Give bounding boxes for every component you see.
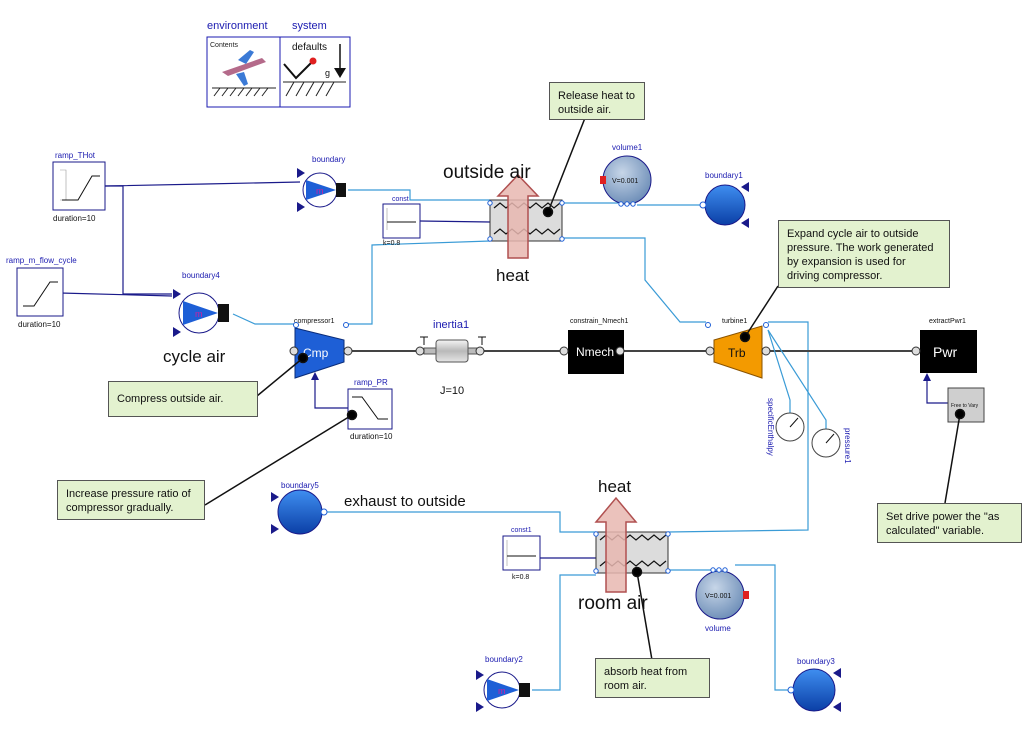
compressor1-name: compressor1: [294, 318, 335, 325]
pressure1-sensor[interactable]: pressure1: [811, 428, 852, 464]
volume-name: volume: [705, 624, 731, 633]
free-to-vary-label: Free to Vary: [951, 403, 979, 409]
ramp-pr-name: ramp_PR: [354, 378, 388, 387]
connection-wires: [59, 181, 948, 691]
boundary1-name: boundary1: [705, 171, 743, 180]
heat-bottom-label: heat: [598, 477, 631, 496]
constrain-nmech1-block[interactable]: constrain_Nmech1 Nmech: [559, 318, 628, 374]
extract-pwr1-symbol: Pwr: [933, 344, 957, 360]
ramp-thot-block[interactable]: ramp_THot duration=10: [52, 151, 106, 223]
volume-inner: V=0.001: [705, 593, 731, 600]
ramp-m-flow-cycle-name: ramp_m_flow_cycle: [6, 256, 77, 265]
g-label: g: [325, 68, 330, 78]
airplane-icon: [222, 50, 266, 86]
constrain-nmech1-symbol: Nmech: [576, 345, 614, 359]
boundary3-name: boundary3: [797, 657, 835, 666]
note-release-heat: Release heat to outside air.: [549, 82, 645, 120]
boundary1-sink[interactable]: boundary1: [699, 171, 749, 228]
boundary-symbol: m: [316, 186, 324, 196]
contents-label: Contents: [210, 42, 239, 49]
boundary5-sink[interactable]: boundary5: [271, 481, 328, 535]
volume-block[interactable]: V=0.001 volume: [695, 567, 749, 633]
heat-top-label: heat: [496, 266, 529, 285]
const1-name: const1: [511, 527, 532, 534]
heat-arrow-up-bottom: [594, 496, 638, 593]
volume1-inner: V=0.001: [612, 178, 638, 185]
volume1-name: volume1: [612, 143, 643, 152]
const1-param: k=0.8: [512, 574, 529, 581]
boundary4-source[interactable]: boundary4 m: [173, 271, 229, 337]
compressor1-symbol: Cmp: [303, 346, 329, 360]
boundary2-name: boundary2: [485, 655, 523, 664]
constrain-nmech1-name: constrain_Nmech1: [570, 318, 628, 325]
const-block[interactable]: const k=0.8: [382, 196, 421, 247]
system-environment-block[interactable]: environment system Contents defaults g: [206, 20, 351, 108]
ramp-m-flow-cycle-block[interactable]: ramp_m_flow_cycle duration=10: [6, 256, 77, 329]
specific-enthalpy-sensor[interactable]: specificEnthalpy: [766, 398, 805, 456]
boundary2-symbol: m: [498, 686, 506, 696]
note-increase-pressure-ratio: Increase pressure ratio of compressor gr…: [57, 480, 205, 520]
inertia1-param: J=10: [440, 385, 464, 397]
exhaust-label: exhaust to outside: [344, 493, 466, 510]
boundary3-sink[interactable]: boundary3: [787, 657, 841, 712]
inertia1-name: inertia1: [433, 319, 469, 331]
specific-enthalpy-name: specificEnthalpy: [766, 398, 775, 456]
free-to-vary-block[interactable]: Free to Vary: [947, 387, 985, 423]
ramp-thot-name: ramp_THot: [55, 151, 96, 160]
turbine1-block[interactable]: turbine1 Trb: [705, 318, 771, 379]
boundary-source[interactable]: boundary m: [297, 155, 346, 212]
turbine1-symbol: Trb: [728, 346, 746, 360]
volume1-block[interactable]: volume1 V=0.001: [600, 143, 652, 207]
ramp-thot-param: duration=10: [53, 214, 96, 223]
cycle-air-label: cycle air: [163, 347, 226, 366]
pressure1-name: pressure1: [843, 428, 852, 464]
environment-label: environment: [207, 20, 268, 32]
extract-pwr1-name: extractPwr1: [929, 318, 966, 325]
ramp-pr-block[interactable]: ramp_PR duration=10: [347, 378, 393, 441]
system-label: system: [292, 20, 327, 32]
outside-air-label: outside air: [443, 162, 531, 183]
ramp-pr-param: duration=10: [350, 432, 393, 441]
inertia1-block[interactable]: inertia1 J=10: [415, 319, 486, 397]
defaults-label: defaults: [292, 42, 327, 53]
note-pointers: [204, 117, 966, 661]
room-air-label: room air: [578, 593, 648, 614]
note-expand-cycle-air: Expand cycle air to outside pressure. Th…: [778, 220, 950, 288]
const1-block[interactable]: const1 k=0.8: [502, 527, 541, 581]
note-compress-outside-air: Compress outside air.: [108, 381, 258, 417]
note-absorb-heat: absorb heat from room air.: [595, 658, 710, 698]
boundary4-symbol: m: [195, 309, 203, 319]
boundary2-source[interactable]: boundary2 m: [476, 655, 530, 712]
boundary4-name: boundary4: [182, 271, 220, 280]
const-param: k=0.8: [383, 240, 400, 247]
extract-pwr1-block[interactable]: extractPwr1 Pwr: [911, 318, 977, 381]
const-name: const: [392, 196, 409, 203]
turbine1-name: turbine1: [722, 318, 747, 325]
note-set-drive-power: Set drive power the "as calculated" vari…: [877, 503, 1022, 543]
heat-arrow-up-top: [496, 173, 540, 259]
compressor1-block[interactable]: compressor1 Cmp: [289, 318, 353, 380]
boundary-name: boundary: [312, 155, 345, 164]
ramp-m-flow-cycle-param: duration=10: [18, 320, 61, 329]
boundary5-name: boundary5: [281, 481, 319, 490]
